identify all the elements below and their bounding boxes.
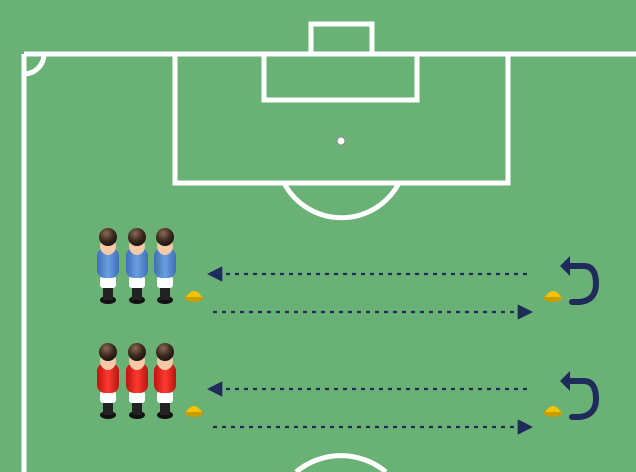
center-circle-arc xyxy=(296,456,386,472)
penalty-arc xyxy=(284,183,399,218)
penalty-area xyxy=(175,54,508,183)
penalty-spot xyxy=(337,137,345,145)
pitch-markings xyxy=(24,24,636,472)
u-turn-arrow-icon xyxy=(560,371,596,417)
goal xyxy=(311,24,372,54)
red-team-group xyxy=(97,343,176,419)
corner-arc xyxy=(24,54,44,74)
blue-team-group xyxy=(97,228,176,304)
player-figure xyxy=(97,343,119,419)
cone-start xyxy=(185,291,203,302)
goal-area xyxy=(264,54,417,100)
player-figure xyxy=(154,228,176,304)
u-turn-arrow-icon xyxy=(560,256,596,302)
cone-start xyxy=(185,406,203,417)
cone-end xyxy=(544,406,562,417)
cone-end xyxy=(544,291,562,302)
red-lane xyxy=(185,371,596,427)
player-figure xyxy=(126,343,148,419)
player-figure xyxy=(126,228,148,304)
blue-lane xyxy=(185,256,596,312)
player-figure xyxy=(97,228,119,304)
player-figure xyxy=(154,343,176,419)
